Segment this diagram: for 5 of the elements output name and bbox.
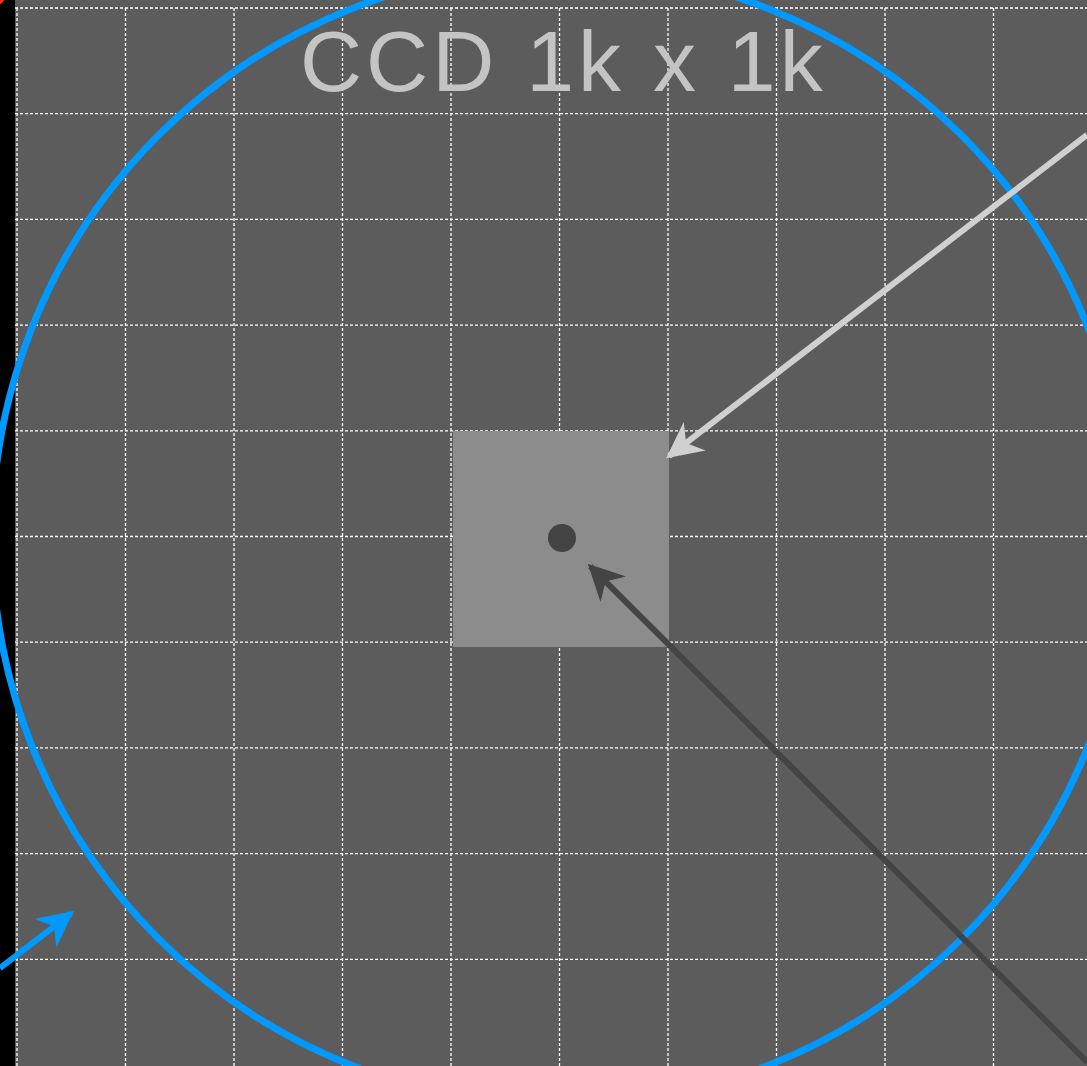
arrow	[666, 132, 1087, 459]
title: CCD 1k x 1k	[300, 18, 827, 104]
arrow	[0, 910, 74, 971]
arrow	[587, 563, 1087, 1065]
region-square	[453, 431, 669, 647]
